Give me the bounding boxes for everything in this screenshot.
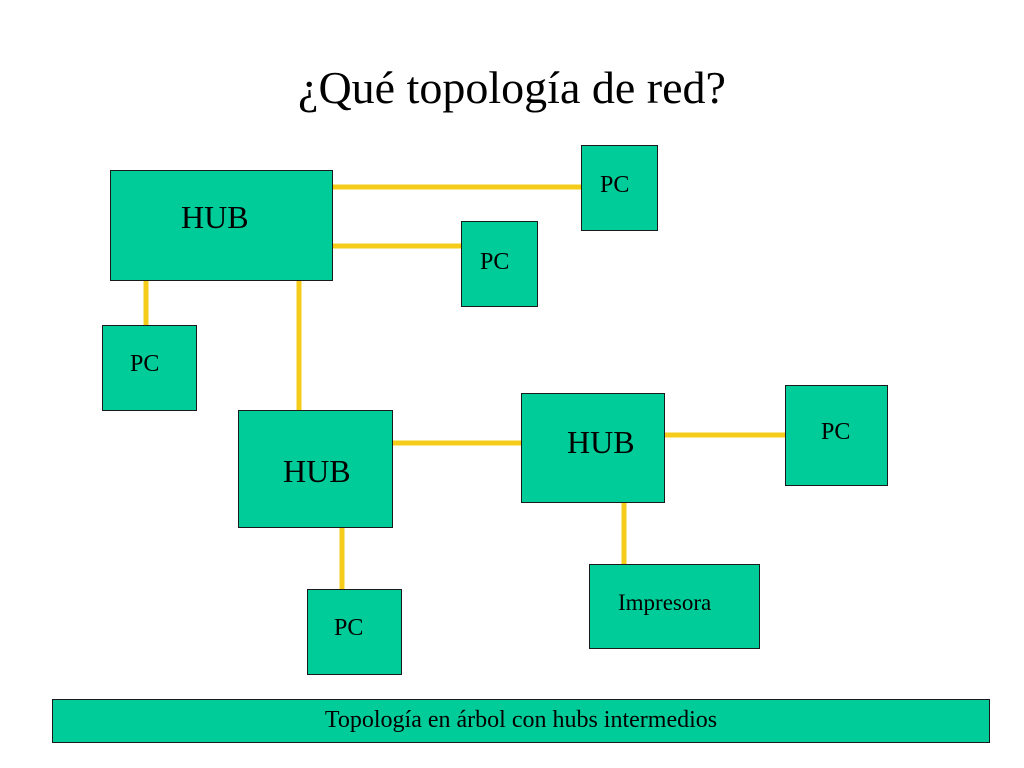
pc-left-label: PC <box>130 351 160 377</box>
printer-label: Impresora <box>618 590 712 615</box>
hub-bottom-left: HUB <box>238 410 393 528</box>
hub-top-label: HUB <box>181 199 249 235</box>
pc-top-middle: PC <box>461 221 538 307</box>
pc-top-right-label: PC <box>600 172 630 198</box>
hub-top: HUB <box>110 170 333 281</box>
hub-bottom-right: HUB <box>521 393 665 503</box>
slide-title: ¿Qué topología de red? <box>298 62 726 113</box>
printer: Impresora <box>589 564 760 649</box>
pc-right-label: PC <box>821 419 851 445</box>
pc-top-middle-label: PC <box>480 249 510 275</box>
pc-top-right: PC <box>581 145 658 231</box>
pc-bottom: PC <box>307 589 402 675</box>
hub-bottom-left-label: HUB <box>283 453 351 489</box>
pc-bottom-label: PC <box>334 615 364 641</box>
hub-bottom-right-label: HUB <box>567 424 635 460</box>
caption-box: Topología en árbol con hubs intermedios <box>52 699 990 743</box>
pc-left: PC <box>102 325 197 411</box>
pc-right: PC <box>785 385 888 486</box>
